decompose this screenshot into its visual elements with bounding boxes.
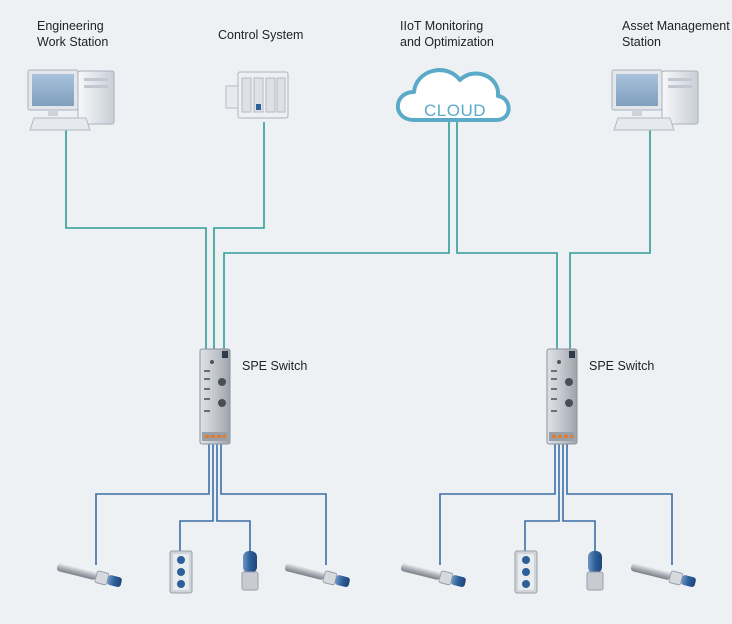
control-label-text: Control System — [218, 28, 304, 42]
link-cloud-to-switch-right — [456, 120, 558, 350]
engineering-label-line-2: Work Station — [37, 35, 109, 49]
signal-light-icon-left — [241, 551, 259, 591]
link-left-light — [216, 442, 251, 553]
spe-switch-left — [199, 348, 231, 445]
plc-icon-control-system — [225, 71, 289, 119]
cloud-icon — [396, 68, 511, 122]
link-left-sensor-2 — [220, 442, 327, 565]
engineering-label-line-1: Engineering — [37, 19, 104, 33]
sensor-icon-right-1 — [400, 563, 466, 587]
link-right-sensor-2 — [566, 442, 673, 565]
link-asset-to-switch-right — [569, 125, 651, 350]
iiot-label-line-1: IIoT Monitoring — [400, 19, 484, 33]
engineering-station-label: Engineering Work Station — [37, 18, 108, 50]
link-right-light — [562, 442, 596, 553]
asset-label-line-1: Asset Management — [622, 19, 730, 33]
control-panel-icon-left — [169, 550, 193, 594]
signal-light-icon-right — [586, 551, 604, 591]
backbone-links — [65, 120, 651, 350]
computer-icon-engineering — [27, 69, 115, 131]
switch-right-text: SPE Switch — [589, 359, 655, 373]
link-left-panel — [179, 442, 214, 553]
iiot-label-line-2: and Optimization — [400, 35, 494, 49]
computer-icon-asset-management — [611, 69, 699, 131]
cloud-label: CLOUD — [424, 101, 486, 120]
device-links — [95, 442, 673, 565]
spe-switch-right-label: SPE Switch — [589, 358, 654, 374]
link-right-panel — [524, 442, 560, 553]
sensor-icon-left-1 — [56, 563, 122, 587]
link-left-sensor-1 — [95, 442, 210, 565]
link-right-sensor-1 — [439, 442, 556, 565]
control-panel-icon-right — [514, 550, 538, 594]
asset-label-line-2: Station — [622, 35, 661, 49]
spe-switch-right — [546, 348, 578, 445]
link-engineering-to-switch-left — [65, 125, 207, 350]
link-cloud-to-switch-left — [223, 120, 450, 350]
spe-switch-left-label: SPE Switch — [242, 358, 307, 374]
asset-management-label: Asset Management Station — [622, 18, 730, 50]
control-system-label: Control System — [218, 27, 303, 43]
iiot-label: IIoT Monitoring and Optimization — [400, 18, 494, 50]
sensor-icon-left-2 — [284, 563, 350, 587]
switch-left-text: SPE Switch — [242, 359, 308, 373]
link-control-to-switch-left — [213, 122, 265, 350]
sensor-icon-right-2 — [630, 563, 696, 587]
